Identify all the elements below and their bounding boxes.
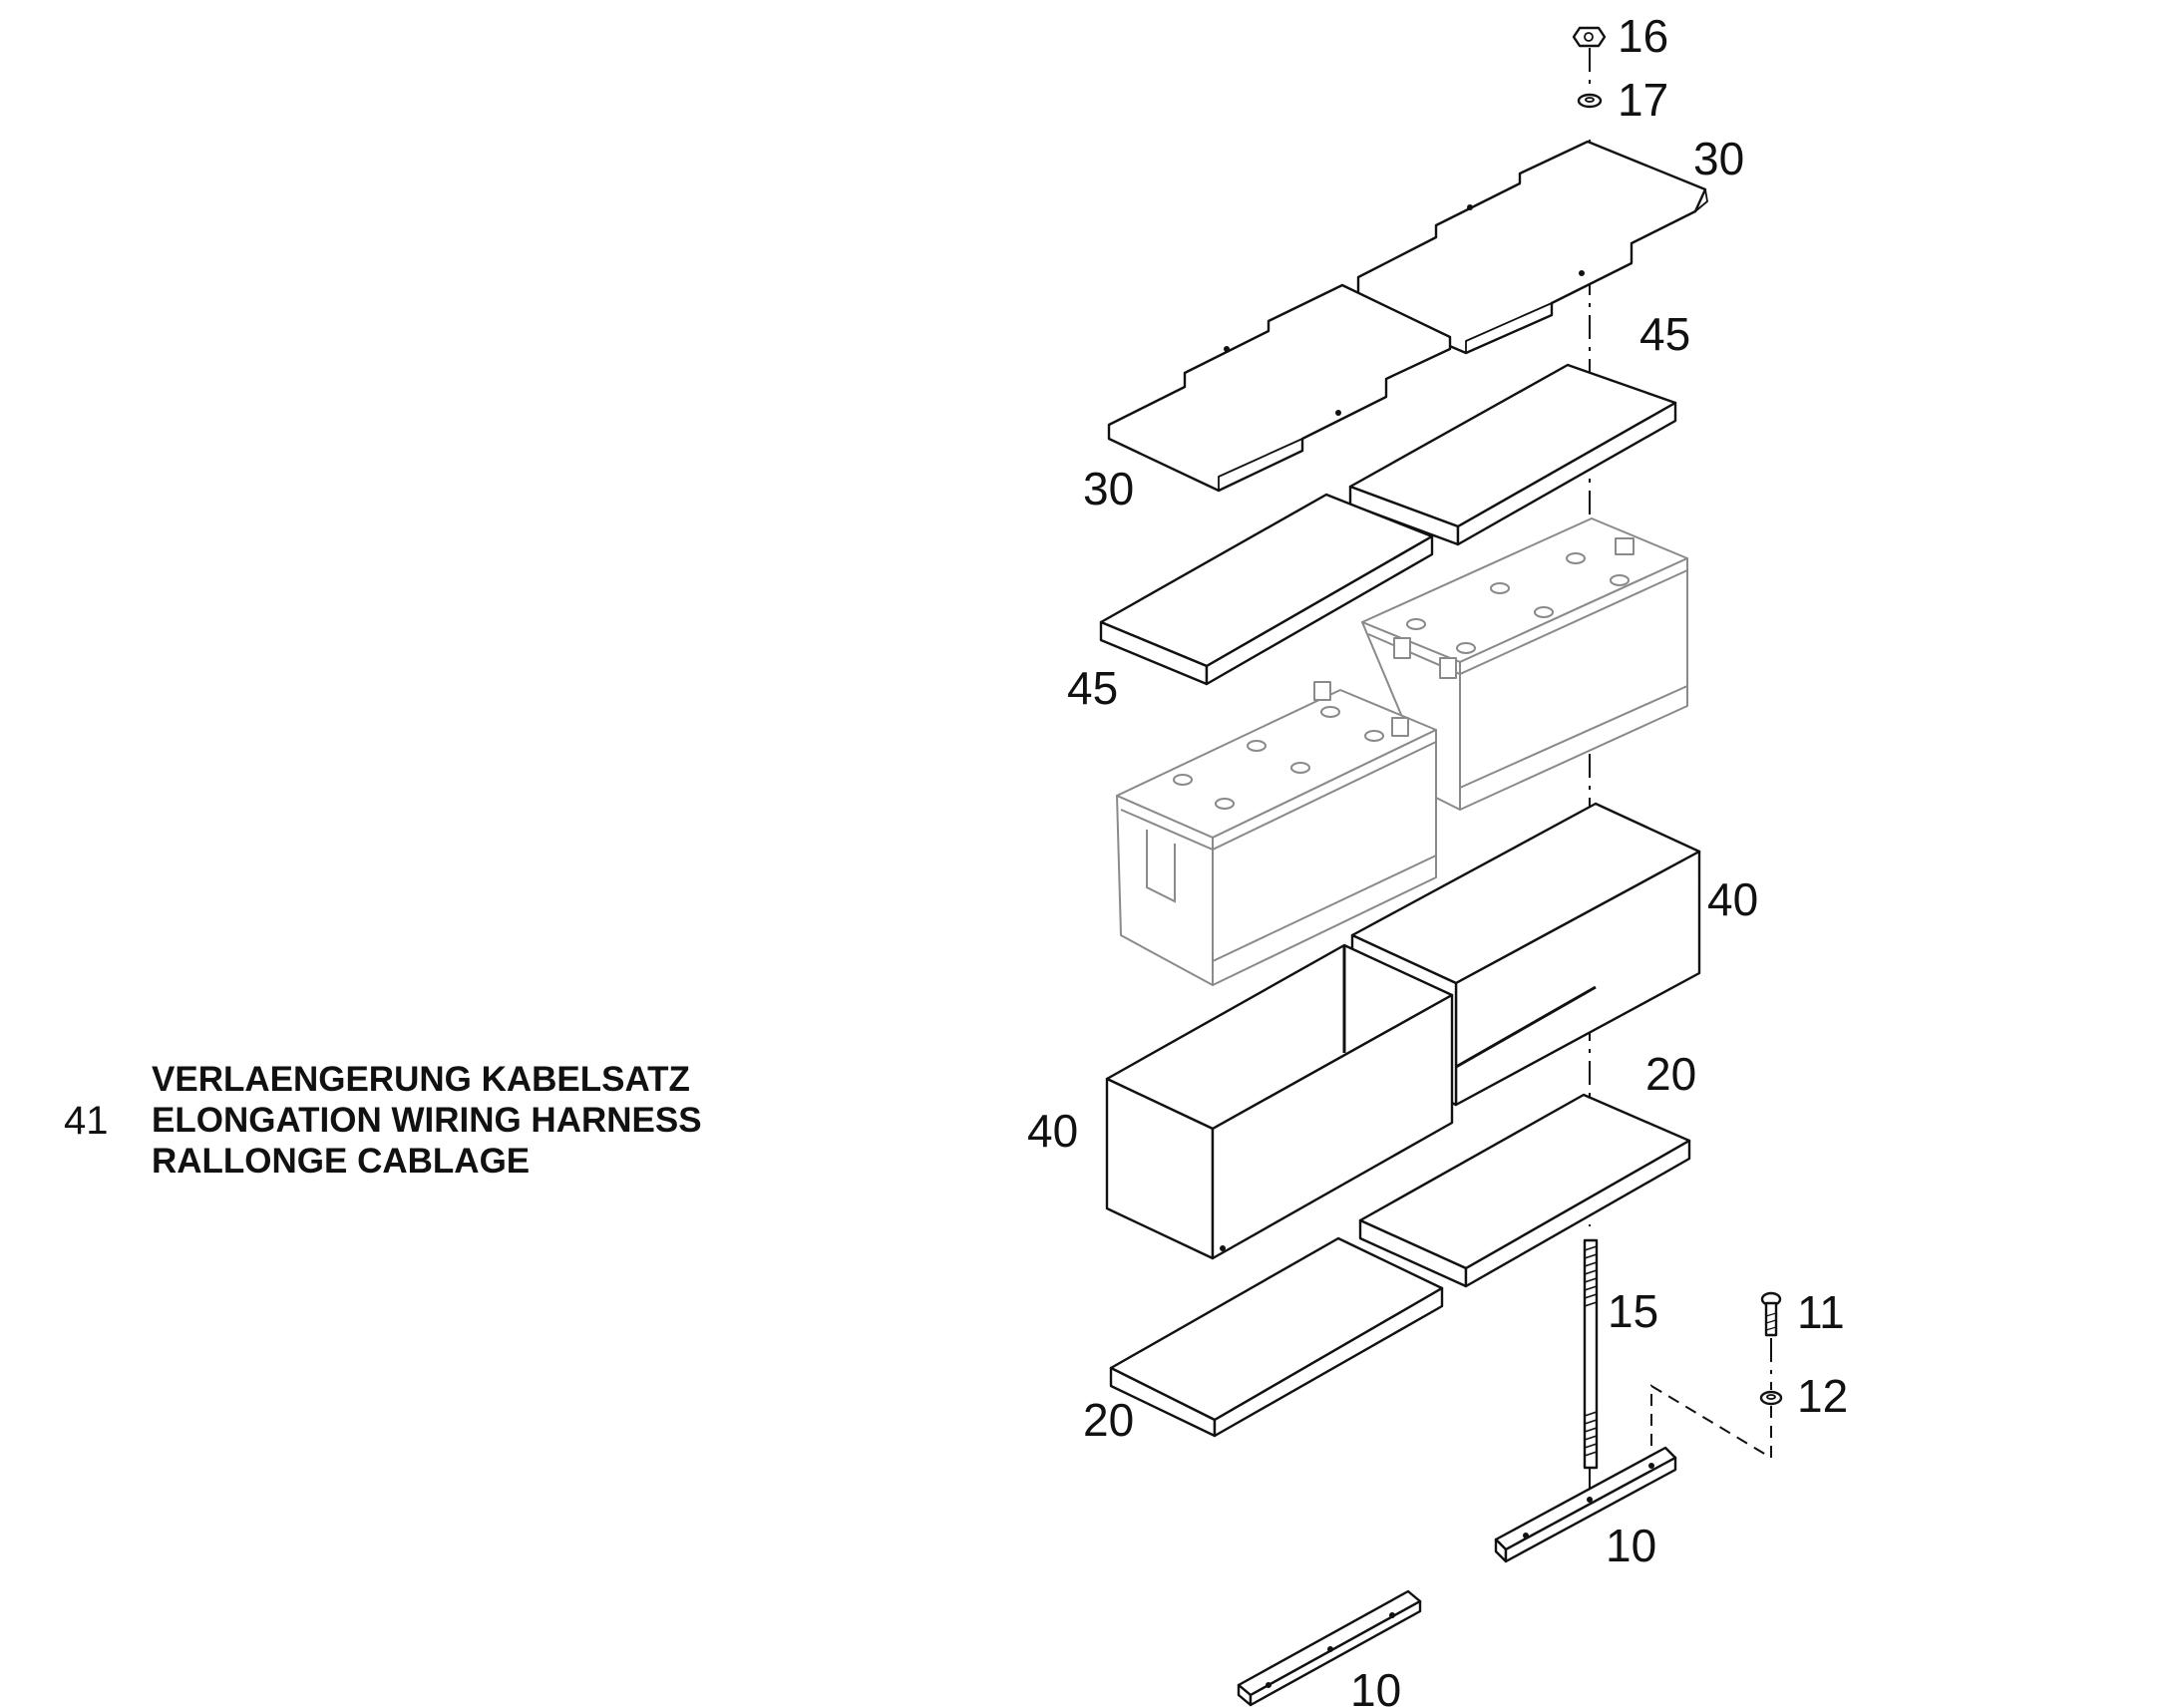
- label-part-12: 12: [1797, 1370, 1848, 1422]
- label-part-20-right: 20: [1645, 1048, 1696, 1100]
- part-30-cover-right: [1356, 140, 1708, 355]
- legend-line-german: VERLAENGERUNG KABELSATZ: [152, 1060, 690, 1099]
- part-17-washer: [1577, 93, 1603, 109]
- legend-line-english: ELONGATION WIRING HARNESS: [152, 1101, 702, 1140]
- part-30-cover-left: [1107, 283, 1452, 493]
- legend: 41 VERLAENGERUNG KABELSATZ ELONGATION WI…: [64, 1060, 702, 1181]
- battery-front: [1116, 681, 1437, 986]
- label-part-10-lower: 10: [1350, 1664, 1401, 1708]
- part-40-box-front: [1105, 943, 1454, 1260]
- part-10-bracket-upper: [1494, 1446, 1677, 1563]
- label-part-45-upper: 45: [1639, 308, 1690, 360]
- part-45-plate-right: [1348, 363, 1677, 546]
- label-part-20-left: 20: [1083, 1394, 1134, 1446]
- legend-line-french: RALLONGE CABLAGE: [152, 1142, 530, 1181]
- part-11-bolt: [1760, 1291, 1782, 1337]
- part-20-plate-right: [1358, 1093, 1691, 1288]
- label-part-30-lower: 30: [1083, 463, 1134, 514]
- label-part-16: 16: [1618, 10, 1668, 62]
- part-12-washer: [1759, 1390, 1783, 1406]
- part-10-bracket-lower: [1237, 1589, 1422, 1707]
- label-part-17: 17: [1618, 74, 1668, 126]
- label-part-11: 11: [1797, 1286, 1845, 1338]
- assembly-path-bolt: [1650, 1384, 1772, 1460]
- label-part-45-lower: 45: [1067, 662, 1118, 714]
- legend-number: 41: [64, 1099, 109, 1143]
- part-16-nut: [1572, 26, 1607, 48]
- label-part-30-upper: 30: [1693, 133, 1744, 184]
- part-45-plate-left: [1099, 493, 1434, 686]
- label-part-10-upper: 10: [1606, 1520, 1656, 1571]
- label-part-40-rear: 40: [1707, 873, 1758, 925]
- part-20-plate-left: [1109, 1236, 1444, 1438]
- part-15-threaded-rod: [1583, 1238, 1599, 1470]
- label-part-40-front: 40: [1027, 1105, 1078, 1157]
- label-part-15: 15: [1608, 1285, 1658, 1337]
